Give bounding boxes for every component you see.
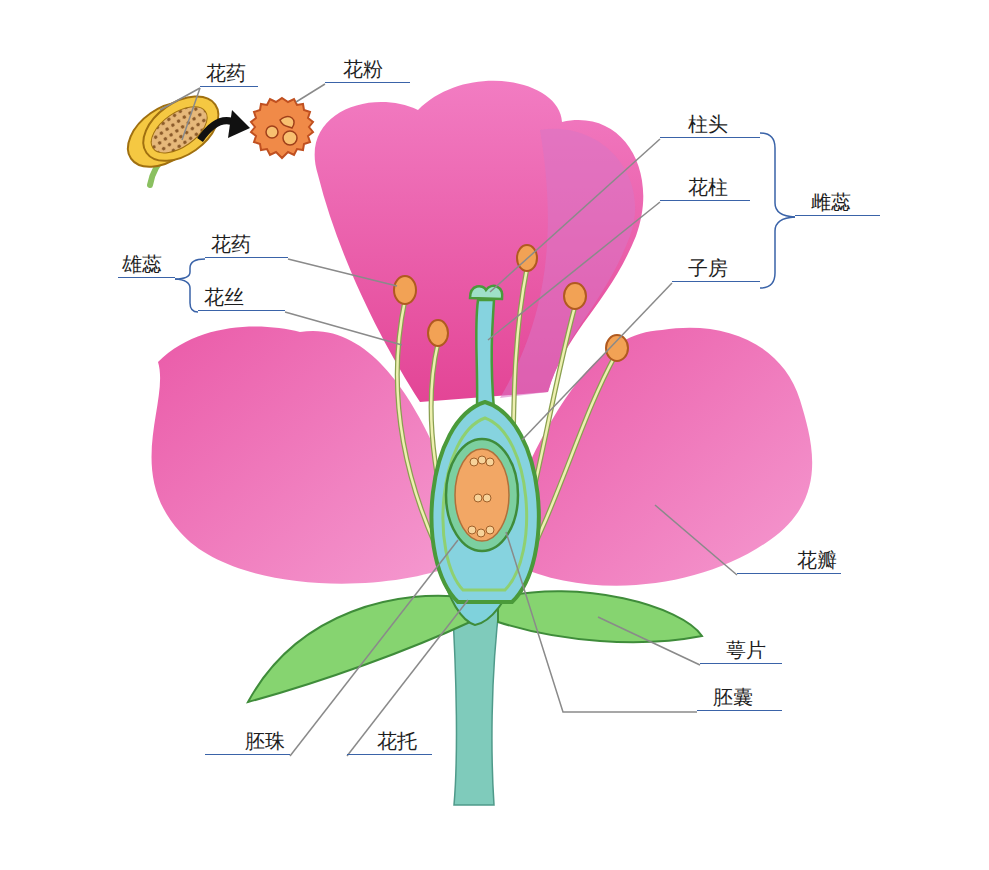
stigma xyxy=(470,286,502,299)
anthers xyxy=(394,245,628,361)
pollen-grain xyxy=(251,98,313,158)
part-label: 花柱 xyxy=(660,174,750,201)
part-label: 雌蕊 xyxy=(795,189,880,216)
leader-lines xyxy=(160,84,737,756)
part-label: 花丝 xyxy=(198,284,285,311)
part-label: 花药 xyxy=(200,60,258,87)
sepal xyxy=(248,596,470,702)
part-label: 花粉 xyxy=(325,56,410,83)
bracket xyxy=(175,133,795,312)
inset-anther xyxy=(116,80,230,183)
embryo-sac xyxy=(455,449,509,541)
part-label: 花药 xyxy=(205,231,288,258)
ovary-inner xyxy=(443,418,527,590)
part-label: 雄蕊 xyxy=(118,251,175,278)
petal-shade xyxy=(500,129,635,398)
petal xyxy=(152,326,455,583)
ovary xyxy=(431,402,538,602)
part-label: 柱头 xyxy=(660,111,760,138)
stem xyxy=(452,600,500,805)
part-label: 花瓣 xyxy=(737,547,841,574)
part-label: 萼片 xyxy=(700,637,782,664)
style xyxy=(476,300,494,410)
part-label: 花托 xyxy=(347,728,432,755)
part-label: 胚珠 xyxy=(205,728,290,755)
sepal xyxy=(498,591,702,642)
part-label: 子房 xyxy=(672,255,760,282)
part-label: 胚囊 xyxy=(697,684,782,711)
